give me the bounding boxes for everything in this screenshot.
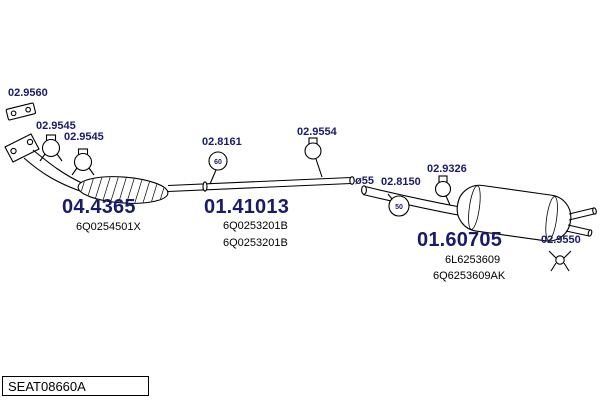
assembly-number-mid: 01.41013 — [204, 196, 290, 218]
ring-icon-size: 50 — [395, 204, 403, 211]
assembly-ref-mid-2: 6Q0253201B — [223, 237, 288, 249]
front-flange-icon — [4, 133, 40, 163]
rear-pipe — [361, 185, 461, 216]
tailpipes — [565, 207, 597, 237]
part-label-02-9560: 02.9560 — [8, 87, 48, 99]
part-label-02-9326: 02.9326 — [427, 163, 467, 175]
assembly-ref-cat: 6Q0254501X — [76, 221, 141, 233]
part-label-02-9554: 02.9554 — [297, 126, 337, 138]
ring-icon: 50 — [387, 193, 410, 217]
assembly-number-cat: 04.4365 — [62, 196, 136, 218]
tailpipe-bracket-icon — [548, 250, 572, 272]
part-label-02-9550: 02.9550 — [541, 234, 581, 246]
clamp-icon-1 — [39, 134, 63, 162]
diameter-annotation: ø55 — [355, 175, 374, 187]
part-label-02-9545-b: 02.9545 — [64, 131, 104, 143]
part-label-02-9545-a: 02.9545 — [36, 120, 76, 132]
part-label-02-8161: 02.8161 — [202, 136, 242, 148]
middle-pipe — [167, 176, 355, 193]
assembly-ref-mid-1: 6Q0253201B — [223, 220, 288, 232]
hanger-icon: 60 — [208, 151, 228, 185]
clamp-icon-4 — [434, 175, 452, 206]
assembly-ref-rear-2: 6Q6253609AK — [433, 270, 506, 282]
gasket-icon — [5, 102, 37, 121]
assembly-number-rear: 01.60705 — [417, 229, 503, 251]
clamp-icon-3 — [304, 137, 323, 178]
assembly-ref-rear-1: 6L6253609 — [445, 254, 501, 266]
drawing-code: SEAT08660A — [8, 378, 86, 394]
drawing-code-box: SEAT08660A — [2, 376, 149, 396]
hanger-icon-size: 60 — [214, 159, 222, 166]
rear-muffler — [456, 184, 572, 242]
clamp-icon-2 — [71, 148, 95, 176]
catalytic-converter — [77, 174, 169, 206]
downpipe — [23, 149, 85, 192]
part-label-02-8150: 02.8150 — [381, 176, 421, 188]
